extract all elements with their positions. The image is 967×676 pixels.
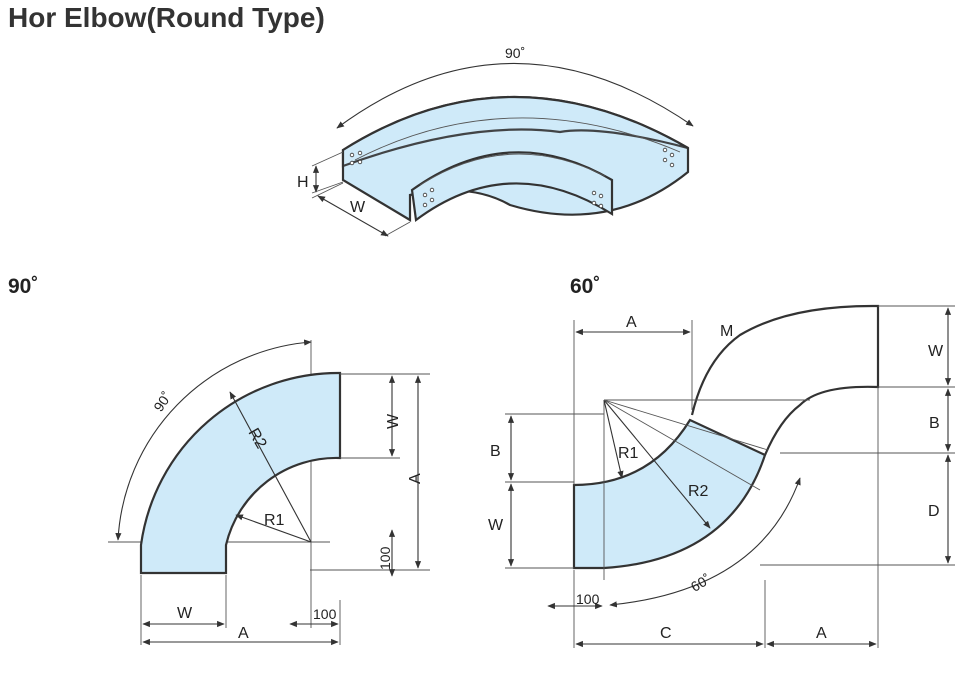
elbow-shape-60 (572, 418, 767, 570)
iso-w-dimension (317, 195, 389, 237)
arc-dimension-60 (609, 477, 801, 608)
isometric-view: 90˚ H W (297, 45, 694, 237)
w-left-label-60: W (488, 517, 504, 534)
iso-inner-wall (410, 151, 614, 222)
iso-angle-label: 90˚ (505, 45, 525, 61)
arc-label-60: 60˚ (688, 571, 714, 595)
a-bottom-label-60: A (816, 625, 827, 642)
plan-60: 60˚ R1 R2 A M W B D B W (488, 275, 955, 648)
page-title: Hor Elbow(Round Type) (8, 2, 325, 33)
w-side-label-90: W (385, 413, 402, 429)
b-right-label-60: B (929, 415, 940, 432)
gap-bottom-label-90: 100 (313, 606, 337, 622)
ray-60b (603, 399, 769, 451)
plan-90: 90˚ R2 R1 90˚ W A 100 W 100 A (8, 275, 430, 646)
iso-inner-wall-rim (419, 153, 606, 186)
gap-side-label-90: 100 (377, 546, 393, 570)
iso-tray-inner (341, 95, 689, 168)
radius-r1-60 (603, 399, 624, 479)
iso-inner-curve (354, 117, 681, 161)
c-bottom-label-60: C (660, 625, 672, 642)
ray-60a (603, 399, 761, 491)
iso-angle-dimension (336, 63, 694, 129)
gap-bottom-label-60: 100 (576, 591, 600, 607)
b-left-label-60: B (490, 443, 501, 460)
iso-h-label: H (297, 174, 309, 191)
heading-90: 90˚ (8, 275, 38, 298)
a-top-label-60: A (626, 314, 637, 331)
s-curve-upper-60 (690, 304, 880, 456)
iso-rivet-holes (349, 147, 675, 209)
heading-60: 60˚ (570, 275, 600, 298)
w-right-label-60: W (928, 343, 944, 360)
radius-r2-label-60: R2 (688, 483, 709, 500)
a-side-label-90: A (407, 473, 424, 484)
m-label-60: M (720, 323, 733, 340)
radius-r1-label-90: R1 (264, 512, 285, 529)
arc-dimension-90 (115, 339, 312, 541)
w-bottom-label-90: W (177, 605, 193, 622)
d-right-label-60: D (928, 503, 940, 520)
radius-r1-label-60: R1 (618, 445, 639, 462)
iso-w-label: W (350, 199, 366, 216)
a-bottom-label-90: A (238, 625, 249, 642)
